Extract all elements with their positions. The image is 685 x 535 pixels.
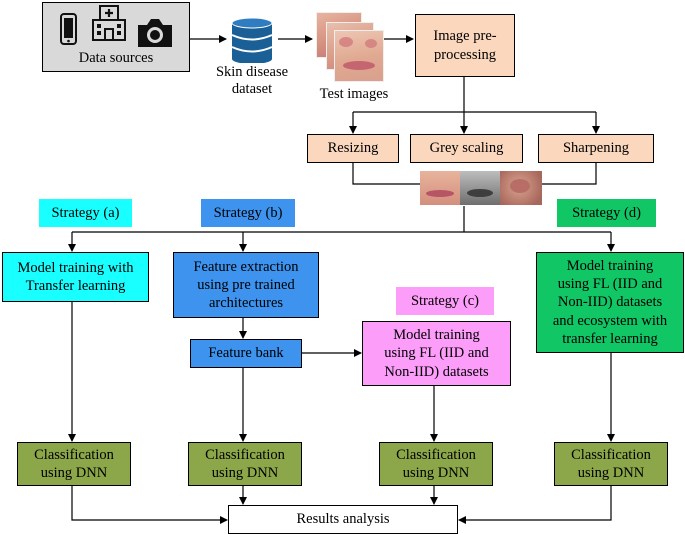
classification-line2: using DNN <box>577 465 645 481</box>
processed-image-resized <box>420 171 460 205</box>
rash-spot <box>339 37 353 47</box>
classification-box-c: Classification using DNN <box>379 442 493 486</box>
strategy-d-label: Strategy (d) <box>557 199 656 227</box>
lips-shape <box>467 189 493 197</box>
classification-line1: Classification <box>396 446 476 463</box>
sharpening-box: Sharpening <box>538 134 654 163</box>
test-image-front <box>334 30 384 82</box>
lips-shape <box>343 61 375 70</box>
strategy-d-box: Model training using FL (IID and Non-IID… <box>536 252 684 353</box>
preprocessing-line2: processing <box>433 46 496 63</box>
processed-image-sharpened <box>500 171 542 205</box>
strategy-b-line1: Feature extraction <box>193 258 299 275</box>
line-resizing-merge <box>352 163 420 185</box>
strategy-d-line3: Non-IID) datasets <box>557 294 663 311</box>
data-sources-label: Data sources <box>78 49 154 66</box>
strategy-c-line3: Non-IID) datasets <box>384 363 489 380</box>
hospital-icon <box>92 5 126 41</box>
preprocessing-box: Image pre- processing <box>415 14 515 77</box>
strategy-d-line1: Model training <box>566 258 654 275</box>
strategy-b-label: Strategy (b) <box>201 199 295 227</box>
feature-bank-box: Feature bank <box>190 339 302 368</box>
classification-box-d: Classification using DNN <box>554 442 668 486</box>
results-analysis-box: Results analysis <box>228 505 458 534</box>
phone-icon <box>60 13 77 45</box>
strategy-b-box: Feature extraction using pre trained arc… <box>173 252 319 318</box>
strategy-c-line2: using FL (IID and <box>384 345 489 362</box>
dataset-label-line1: Skin disease <box>215 64 289 80</box>
dataset-label-line2: dataset <box>231 81 273 98</box>
rash-spot <box>365 39 377 48</box>
resizing-box: Resizing <box>307 134 399 163</box>
strategy-a-line1: Model training with <box>17 259 134 276</box>
strategy-b-line2: using pre trained <box>197 276 295 293</box>
strategy-c-line1: Model training <box>393 327 480 344</box>
strategy-a-line2: Transfer learning <box>25 278 126 294</box>
preprocessing-line1: Image pre- <box>433 28 497 45</box>
strategy-a-box: Model training with Transfer learning <box>2 252 149 302</box>
processed-image-grey <box>460 171 500 205</box>
arrow-class-d-to-results <box>458 486 612 524</box>
strategy-a-label: Strategy (a) <box>39 199 132 227</box>
rash-spot <box>510 179 530 193</box>
lips-shape <box>426 190 454 197</box>
line-sharpening-merge <box>542 163 597 185</box>
arrow-class-a-to-results <box>71 486 228 524</box>
classification-line1: Classification <box>571 446 651 463</box>
dataset-label: Skin disease dataset <box>212 64 292 99</box>
classification-line1: Classification <box>205 446 285 463</box>
strategy-d-line4: and ecosystem with <box>552 312 668 329</box>
database-icon <box>231 17 273 63</box>
classification-line2: using DNN <box>40 465 108 481</box>
strategy-d-line5: transfer learning <box>562 330 658 347</box>
test-images-label: Test images <box>319 86 389 102</box>
classification-box-b: Classification using DNN <box>188 442 302 486</box>
camera-icon <box>138 19 172 47</box>
classification-line2: using DNN <box>211 465 279 481</box>
grey-scaling-box: Grey scaling <box>410 134 523 163</box>
classification-line2: using DNN <box>402 465 470 481</box>
classification-box-a: Classification using DNN <box>17 442 131 486</box>
classification-line1: Classification <box>34 446 114 463</box>
strategy-d-line2: using FL (IID and <box>557 276 663 293</box>
strategy-b-line3: architectures <box>208 295 284 312</box>
strategy-c-box: Model training using FL (IID and Non-IID… <box>362 321 511 386</box>
strategy-c-label: Strategy (c) <box>396 287 494 315</box>
